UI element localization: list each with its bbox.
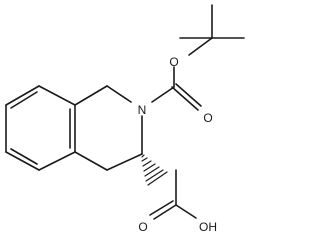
bond-carbonyl-double-a (171, 86, 199, 111)
hash-line (143, 163, 156, 172)
atom-label-nitrogen: N (138, 103, 147, 117)
bond-carboxyl-to-hydroxyl (175, 204, 197, 219)
bond-ch2-to-nitrogen (106, 85, 132, 103)
bond-benzene-bottom (38, 151, 76, 171)
atom-label-hydroxyl: OH (199, 220, 217, 234)
bond-tbu-to-oxygen (188, 37, 213, 56)
chemical-structure-diagram: O O N O OH (5, 4, 245, 234)
atom-label-carbonyl-oxygen: O (203, 111, 212, 125)
carbamate-group (151, 66, 202, 111)
bond-carbonyl-double-b (175, 83, 202, 107)
bond-carboxyl-double-b (149, 200, 174, 216)
hash-line (144, 166, 160, 177)
tert-butyl-group (179, 4, 245, 56)
bond-benzene-bottom-left-inner (10, 148, 38, 165)
bond-c4-to-aromatic (74, 151, 108, 171)
hash-line (147, 171, 168, 186)
hash-line (141, 157, 148, 162)
bond-ch2-to-aromatic (74, 85, 108, 106)
hash-line (141, 154, 145, 158)
bond-c3-to-c4 (106, 153, 143, 171)
atom-label-acid-carbonyl-oxygen: O (138, 220, 147, 234)
bond-benzene-top-left (5, 85, 40, 106)
carboxylic-acid-group (149, 169, 197, 220)
bond-carbonyl-to-nitrogen (151, 86, 175, 103)
atom-label-ester-oxygen: O (169, 55, 178, 69)
saturated-ring (74, 85, 143, 171)
hash-line (142, 160, 152, 167)
bond-benzene-top (38, 85, 76, 106)
stereo-hashed-wedge (141, 154, 168, 186)
hash-line (145, 169, 164, 182)
benzene-ring (5, 85, 76, 171)
bond-carboxyl-double-a (153, 204, 177, 220)
bond-benzene-top-left-inner (10, 91, 38, 109)
bond-benzene-bottom-left (5, 151, 40, 171)
